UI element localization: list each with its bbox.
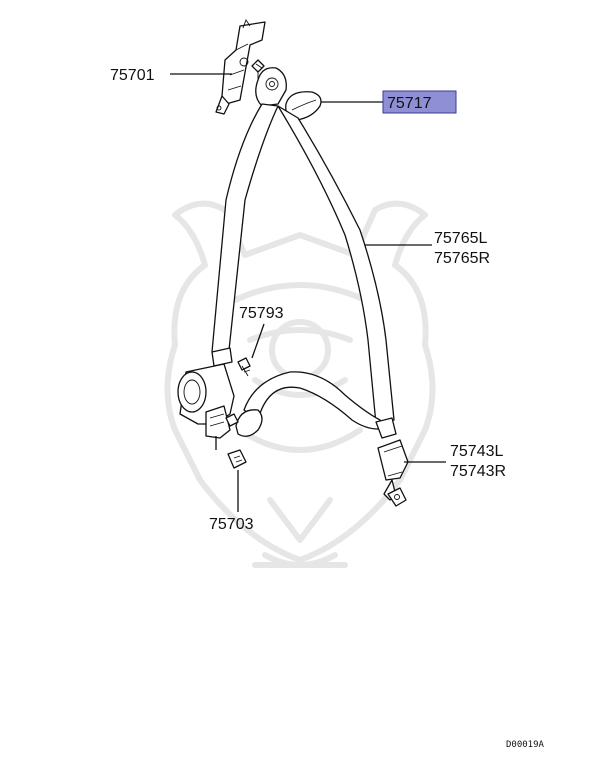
retractor [177,347,235,439]
shoulder-anchor [251,59,322,121]
callout-75743-right[interactable]: 75743R [450,463,506,480]
belt-webbing [211,103,397,439]
upper-anchor-bracket [215,19,266,115]
callout-75717-highlight [382,90,457,114]
callout-75743-left[interactable]: 75743L [450,443,503,460]
callout-75793[interactable]: 75793 [239,305,284,322]
callout-75701[interactable]: 75701 [110,67,155,84]
callout-75717[interactable]: 75717 [387,95,432,112]
diagram-code: D00019A [506,740,545,750]
bolt-75793 [225,357,251,427]
callout-75703[interactable]: 75703 [209,516,254,533]
callout-labels: 75701 75717 75765L 75765R 75793 75743L 7… [110,67,506,533]
buckle [377,439,409,507]
bolt-75703 [227,449,247,469]
callout-75765-right[interactable]: 75765R [434,250,490,267]
callout-75765-left[interactable]: 75765L [434,230,487,247]
leader-lines [170,73,446,512]
